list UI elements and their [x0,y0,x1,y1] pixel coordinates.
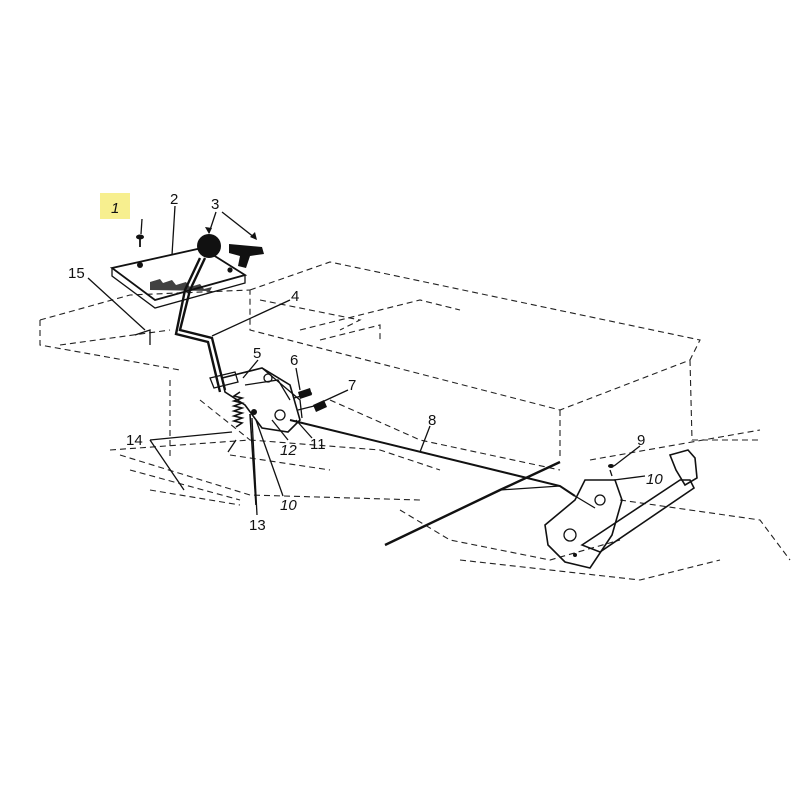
shift-plate [109,247,248,309]
callouts: 1 2 3 4 5 6 7 8 9 10 10 11 12 13 14 15 [68,191,663,534]
axle-shaft [580,449,698,553]
rear-bracket [544,464,623,569]
callout-15: 15 [68,265,85,282]
control-rod [289,419,576,547]
spring [227,391,245,453]
callout-12: 12 [280,442,297,459]
callout-1: 1 [111,200,119,217]
leader-lines [87,205,646,516]
callout-6: 6 [290,352,298,369]
callout-13: 13 [249,517,266,534]
callout-4: 4 [291,288,299,305]
screw-part [136,234,144,247]
link-rod [249,413,257,506]
lever-bracket [209,367,303,433]
shift-lever [174,257,227,393]
callout-3: 3 [211,196,219,213]
callout-5: 5 [253,345,261,362]
callout-14: 14 [126,432,143,449]
callout-1-highlight [100,193,130,219]
chassis-outline [39,261,791,581]
callout-8: 8 [428,412,436,429]
callout-10-front: 10 [280,497,297,514]
callout-10-rear: 10 [646,471,663,488]
shift-knob [197,234,264,268]
callout-7: 7 [348,377,356,394]
bolts [293,388,327,412]
callout-2: 2 [170,191,178,208]
callout-11: 11 [310,436,326,453]
callout-9: 9 [637,432,645,449]
